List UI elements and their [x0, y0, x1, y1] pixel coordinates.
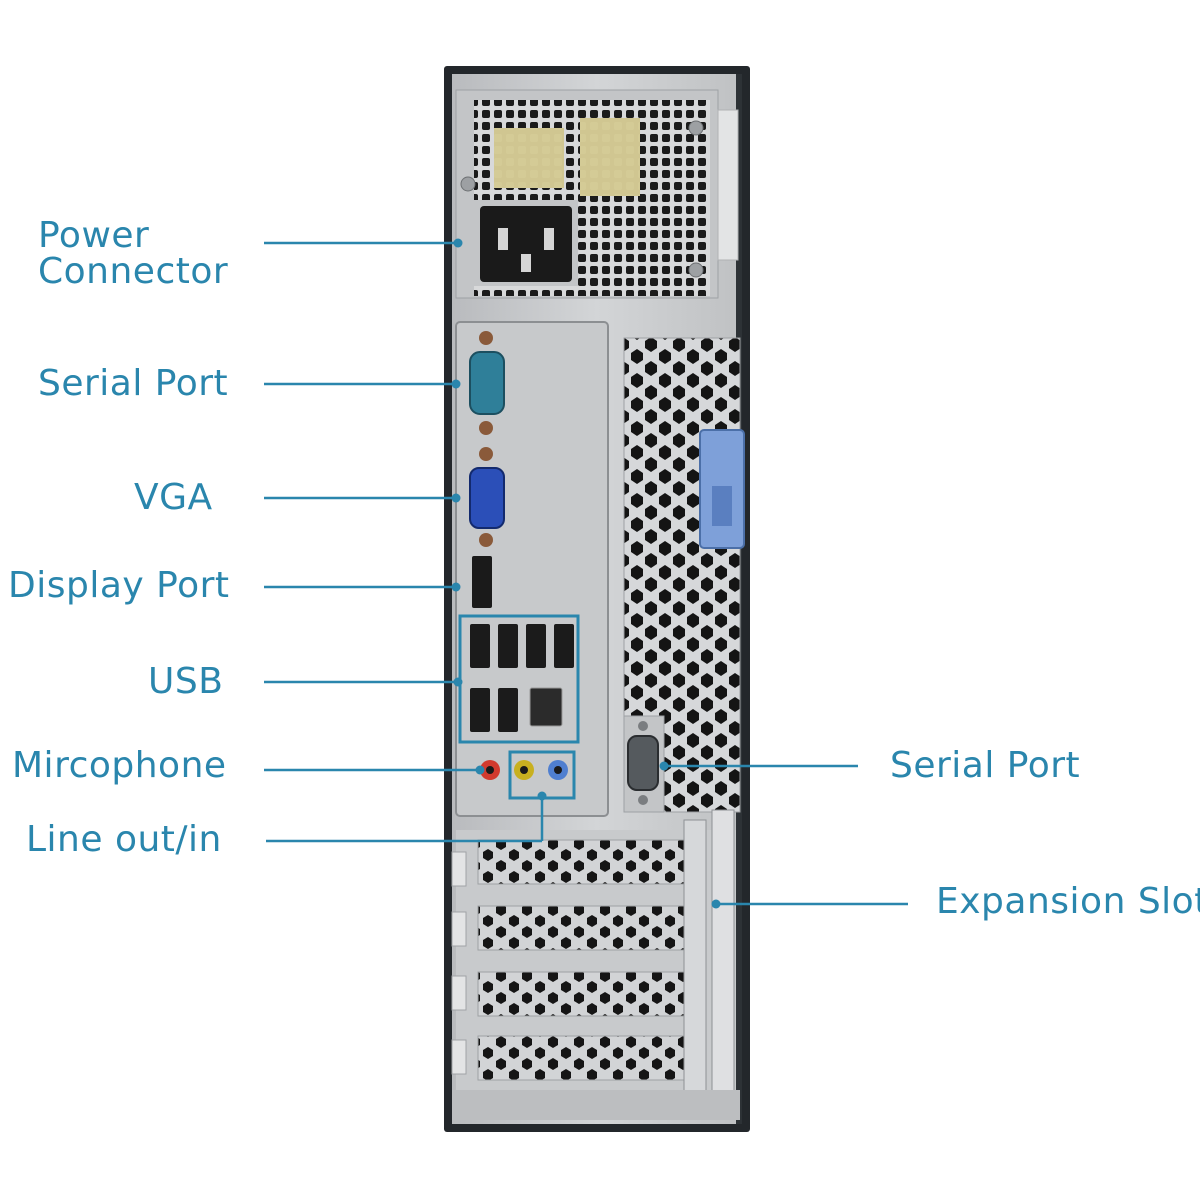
serial-port-right-screw-bottom	[638, 795, 648, 805]
vga-leader-dot	[451, 493, 461, 503]
expansion-retainer-outer	[711, 809, 735, 1117]
psu-fan-blade-b	[580, 118, 640, 196]
power-connector-label: Power Connector	[38, 218, 228, 290]
io-shield-plate	[455, 321, 609, 817]
vga-connector	[469, 467, 505, 529]
expansion-retainer-inner	[683, 819, 707, 1117]
vga-label: VGA	[134, 477, 213, 518]
expansion-slot-leader-dot	[711, 899, 721, 909]
expansion-slot-cover-3	[477, 971, 689, 1017]
expansion-slot-tab-3	[451, 975, 467, 1011]
usb-port-top-3	[526, 624, 546, 668]
psu-label-sticker	[717, 109, 739, 261]
chassis-bottom-rail	[452, 1090, 740, 1120]
usb-port-top-1	[470, 624, 490, 668]
psu-screw-top	[460, 176, 476, 192]
display-port-leader-dot	[451, 582, 461, 592]
expansion-slot-cover-4	[477, 1035, 689, 1081]
vga-screw-top	[479, 447, 493, 461]
power-pin-right	[544, 228, 554, 250]
power-connector-label-line2: Connector	[38, 251, 229, 292]
expansion-slot-cover-1	[477, 839, 689, 885]
power-connector-socket	[480, 206, 572, 282]
power-connector-leader-dot	[453, 238, 463, 248]
serial-port-left-label: Serial Port	[38, 363, 229, 404]
microphone-leader-dot	[475, 765, 485, 775]
display-port-label: Display Port	[8, 565, 230, 606]
serial-port-left-screw-top	[479, 331, 493, 345]
cover-lock-latch-slot	[712, 486, 732, 526]
usb-port-top-4	[554, 624, 574, 668]
psu-screw-bottom	[688, 262, 704, 278]
usb-label: USB	[148, 661, 224, 702]
serial-port-right-label: Serial Port	[890, 745, 1081, 786]
serial-port-right-screw-top	[638, 721, 648, 731]
psu-screw-right	[688, 120, 704, 136]
usb-port-top-2	[498, 624, 518, 668]
serial-port-left-connector	[469, 351, 505, 415]
power-pin-left	[498, 228, 508, 250]
line-in-jack-hole	[554, 766, 562, 774]
ethernet-port	[529, 687, 563, 727]
serial-port-right-leader-dot	[659, 761, 669, 771]
line-out-in-leader-dot	[537, 791, 547, 801]
expansion-slot-tab-4	[451, 1039, 467, 1075]
expansion-slot-cover-2	[477, 905, 689, 951]
expansion-slot-tab-2	[451, 911, 467, 947]
microphone-label: Mircophone	[12, 745, 227, 786]
usb-port-bottom-2	[498, 688, 518, 732]
serial-port-left-leader-dot	[451, 379, 461, 389]
power-pin-ground	[521, 254, 531, 272]
display-port-connector	[472, 556, 492, 608]
mic-jack-hole	[486, 766, 494, 774]
expansion-slot-label: Expansion Slot	[936, 881, 1200, 922]
vga-screw-bottom	[479, 533, 493, 547]
line-out-jack-hole	[520, 766, 528, 774]
line-out-in-label: Line out/in	[26, 819, 222, 860]
usb-port-bottom-1	[470, 688, 490, 732]
usb-leader-dot	[453, 677, 463, 687]
expansion-slot-tab-1	[451, 851, 467, 887]
psu-fan-blade-a	[494, 128, 564, 188]
power-connector-label-line1: Power	[38, 215, 150, 256]
serial-port-right-connector	[627, 735, 659, 791]
serial-port-left-screw-bottom	[479, 421, 493, 435]
